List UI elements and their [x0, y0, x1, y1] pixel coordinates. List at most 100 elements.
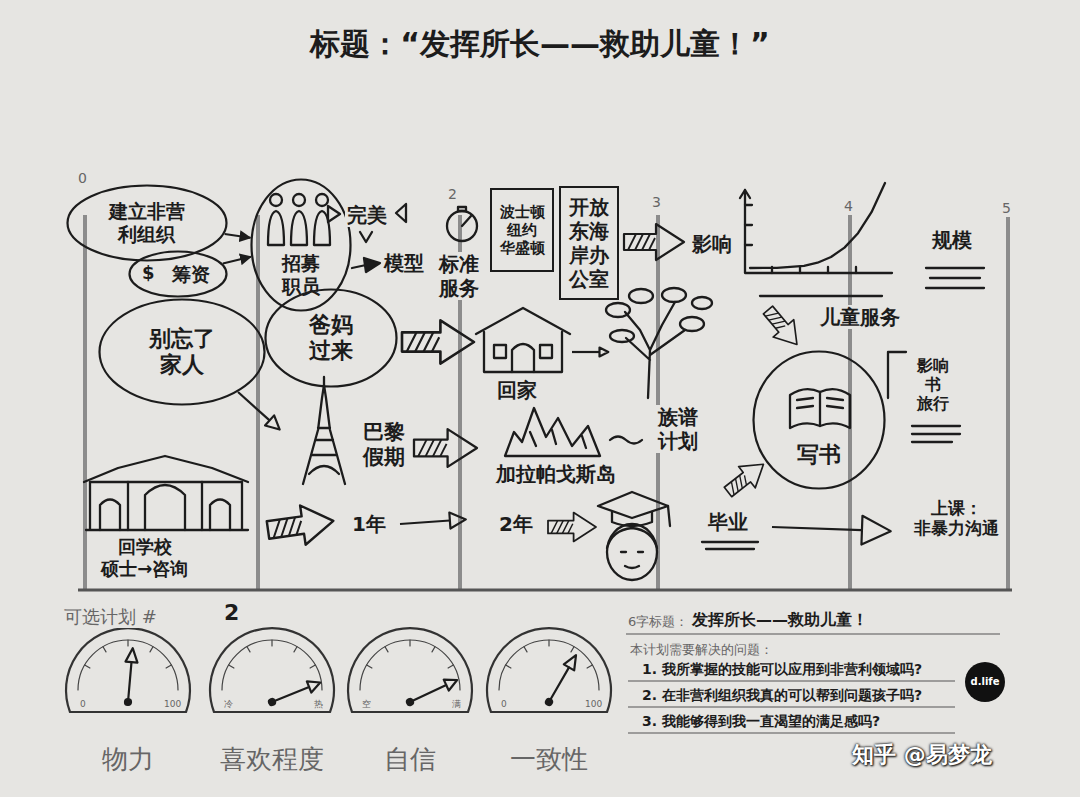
logo-badge: [965, 662, 1005, 702]
hatched-arrow: [720, 454, 772, 503]
node-outline: [100, 300, 265, 405]
staff-figures: [293, 194, 305, 206]
node-text: 建立非营利组织: [106, 200, 188, 246]
family-tree: [606, 288, 712, 398]
hatched-arrow: [414, 429, 477, 467]
school-building: [86, 482, 248, 530]
hatched-arrow: [265, 501, 336, 549]
form-label: 可选计划 #: [62, 606, 159, 628]
staff-figures: [291, 211, 307, 245]
stopwatch-icon: [462, 216, 471, 226]
sketch-note: 影响: [690, 232, 734, 256]
node-text: 别忘了家人: [145, 326, 219, 379]
family-tree: [606, 303, 630, 317]
connector-arrow: [225, 234, 251, 238]
graduation-underline: [702, 542, 758, 549]
gauges: [66, 628, 611, 712]
sketch-note: 标准服务: [436, 252, 482, 300]
hatched-arrow: [758, 301, 808, 353]
form-lines: [626, 634, 1000, 733]
sketch-note: 影响 书 旅行: [913, 356, 952, 414]
gauge-name: 一致性: [508, 744, 590, 775]
node-outline: [68, 186, 227, 261]
book-icon: [797, 392, 843, 426]
year-marker: 0: [76, 170, 89, 187]
stopwatch-icon: [447, 211, 477, 241]
graduate-face: [621, 552, 643, 568]
gauge-needle: [272, 687, 309, 702]
gauge-dial: [210, 628, 334, 712]
hatched-arrow: [624, 224, 684, 260]
node-outline: [130, 252, 227, 297]
dollar-sign: $: [140, 262, 157, 284]
logo-text: d.life: [969, 676, 1002, 688]
gauge-name: 自信: [382, 744, 438, 775]
family-tree: [625, 302, 685, 398]
stopwatch-icon: [458, 207, 466, 211]
gauge-dial: [66, 628, 190, 712]
scale-marks: [926, 268, 984, 288]
graduate-face: [607, 524, 657, 580]
line-arrow: [771, 513, 891, 546]
sketch-note: 儿童服务: [818, 305, 902, 329]
connectors: [223, 234, 251, 263]
gauge-name: 喜欢程度: [218, 744, 326, 775]
book-icon: [790, 389, 850, 428]
gauge-needle: [410, 685, 446, 702]
gauge-scale: 满: [450, 699, 463, 710]
gauge-scale: 0: [78, 699, 88, 710]
year-marker: 3: [650, 194, 663, 211]
staff-figures: [270, 194, 282, 206]
divider-stroke: [760, 295, 882, 297]
gauge-scale: 100: [583, 699, 604, 710]
plan-question: 2. 在非营利组织我真的可以帮到问题孩子吗?: [640, 687, 924, 704]
school-building: [84, 456, 248, 530]
sketch-note: 巴黎假期: [360, 420, 408, 470]
eiffel-tower: [309, 466, 339, 474]
school-building: [84, 456, 248, 482]
gauge-needle: [307, 677, 323, 693]
plan-title: 发挥所长——救助儿童！: [690, 610, 870, 629]
graduate-face: [668, 506, 670, 526]
house-icon: [494, 345, 552, 358]
sketch-note: 上课： 非暴力沟通: [910, 498, 1002, 539]
book-bracket: [888, 352, 960, 442]
gauge-dial: [487, 628, 611, 712]
plan-number: 2: [222, 600, 241, 626]
boxed-note: 波士顿 纽约 华盛顿: [490, 188, 555, 272]
school-building: [100, 500, 230, 531]
school-building: [128, 482, 202, 530]
book-bracket: [912, 426, 960, 442]
sketch-note: 族谱计划: [655, 405, 701, 453]
line-arrow: [233, 387, 284, 435]
eiffel-tower: [303, 377, 345, 484]
school-building: [145, 485, 185, 530]
boxed-note: 开放东海岸办公室: [559, 186, 619, 300]
circled-note: 爸妈过来: [264, 288, 398, 388]
year-marker: 4: [842, 198, 855, 215]
staff-figures: [316, 194, 328, 206]
sketch-note: 回学校 硕士→咨询: [96, 536, 194, 579]
gauge-needle: [128, 662, 131, 702]
family-tree: [692, 297, 712, 309]
circled-note: 别忘了家人: [98, 298, 266, 406]
perfect-marks: [360, 232, 372, 242]
gauge-needle: [126, 648, 139, 663]
perfect-marks: [328, 204, 406, 242]
gauge-scale: 100: [162, 699, 183, 710]
staff-figures: [268, 211, 284, 245]
house-icon: [512, 344, 534, 372]
gauge-needle: [125, 699, 132, 706]
gauge-name: 物力: [100, 744, 156, 775]
gauge-scale: 热: [312, 699, 325, 710]
family-tree: [629, 289, 653, 303]
family-tree: [662, 288, 686, 302]
node-text: 开放东海岸办公室: [566, 195, 612, 291]
node-outline: [754, 352, 885, 489]
gauge-dial: [348, 628, 472, 712]
gauge-needle: [545, 698, 553, 706]
form-label: 本计划需要解决的问题：: [628, 642, 775, 658]
family-tree: [680, 317, 704, 331]
island-mountains: [530, 430, 586, 448]
